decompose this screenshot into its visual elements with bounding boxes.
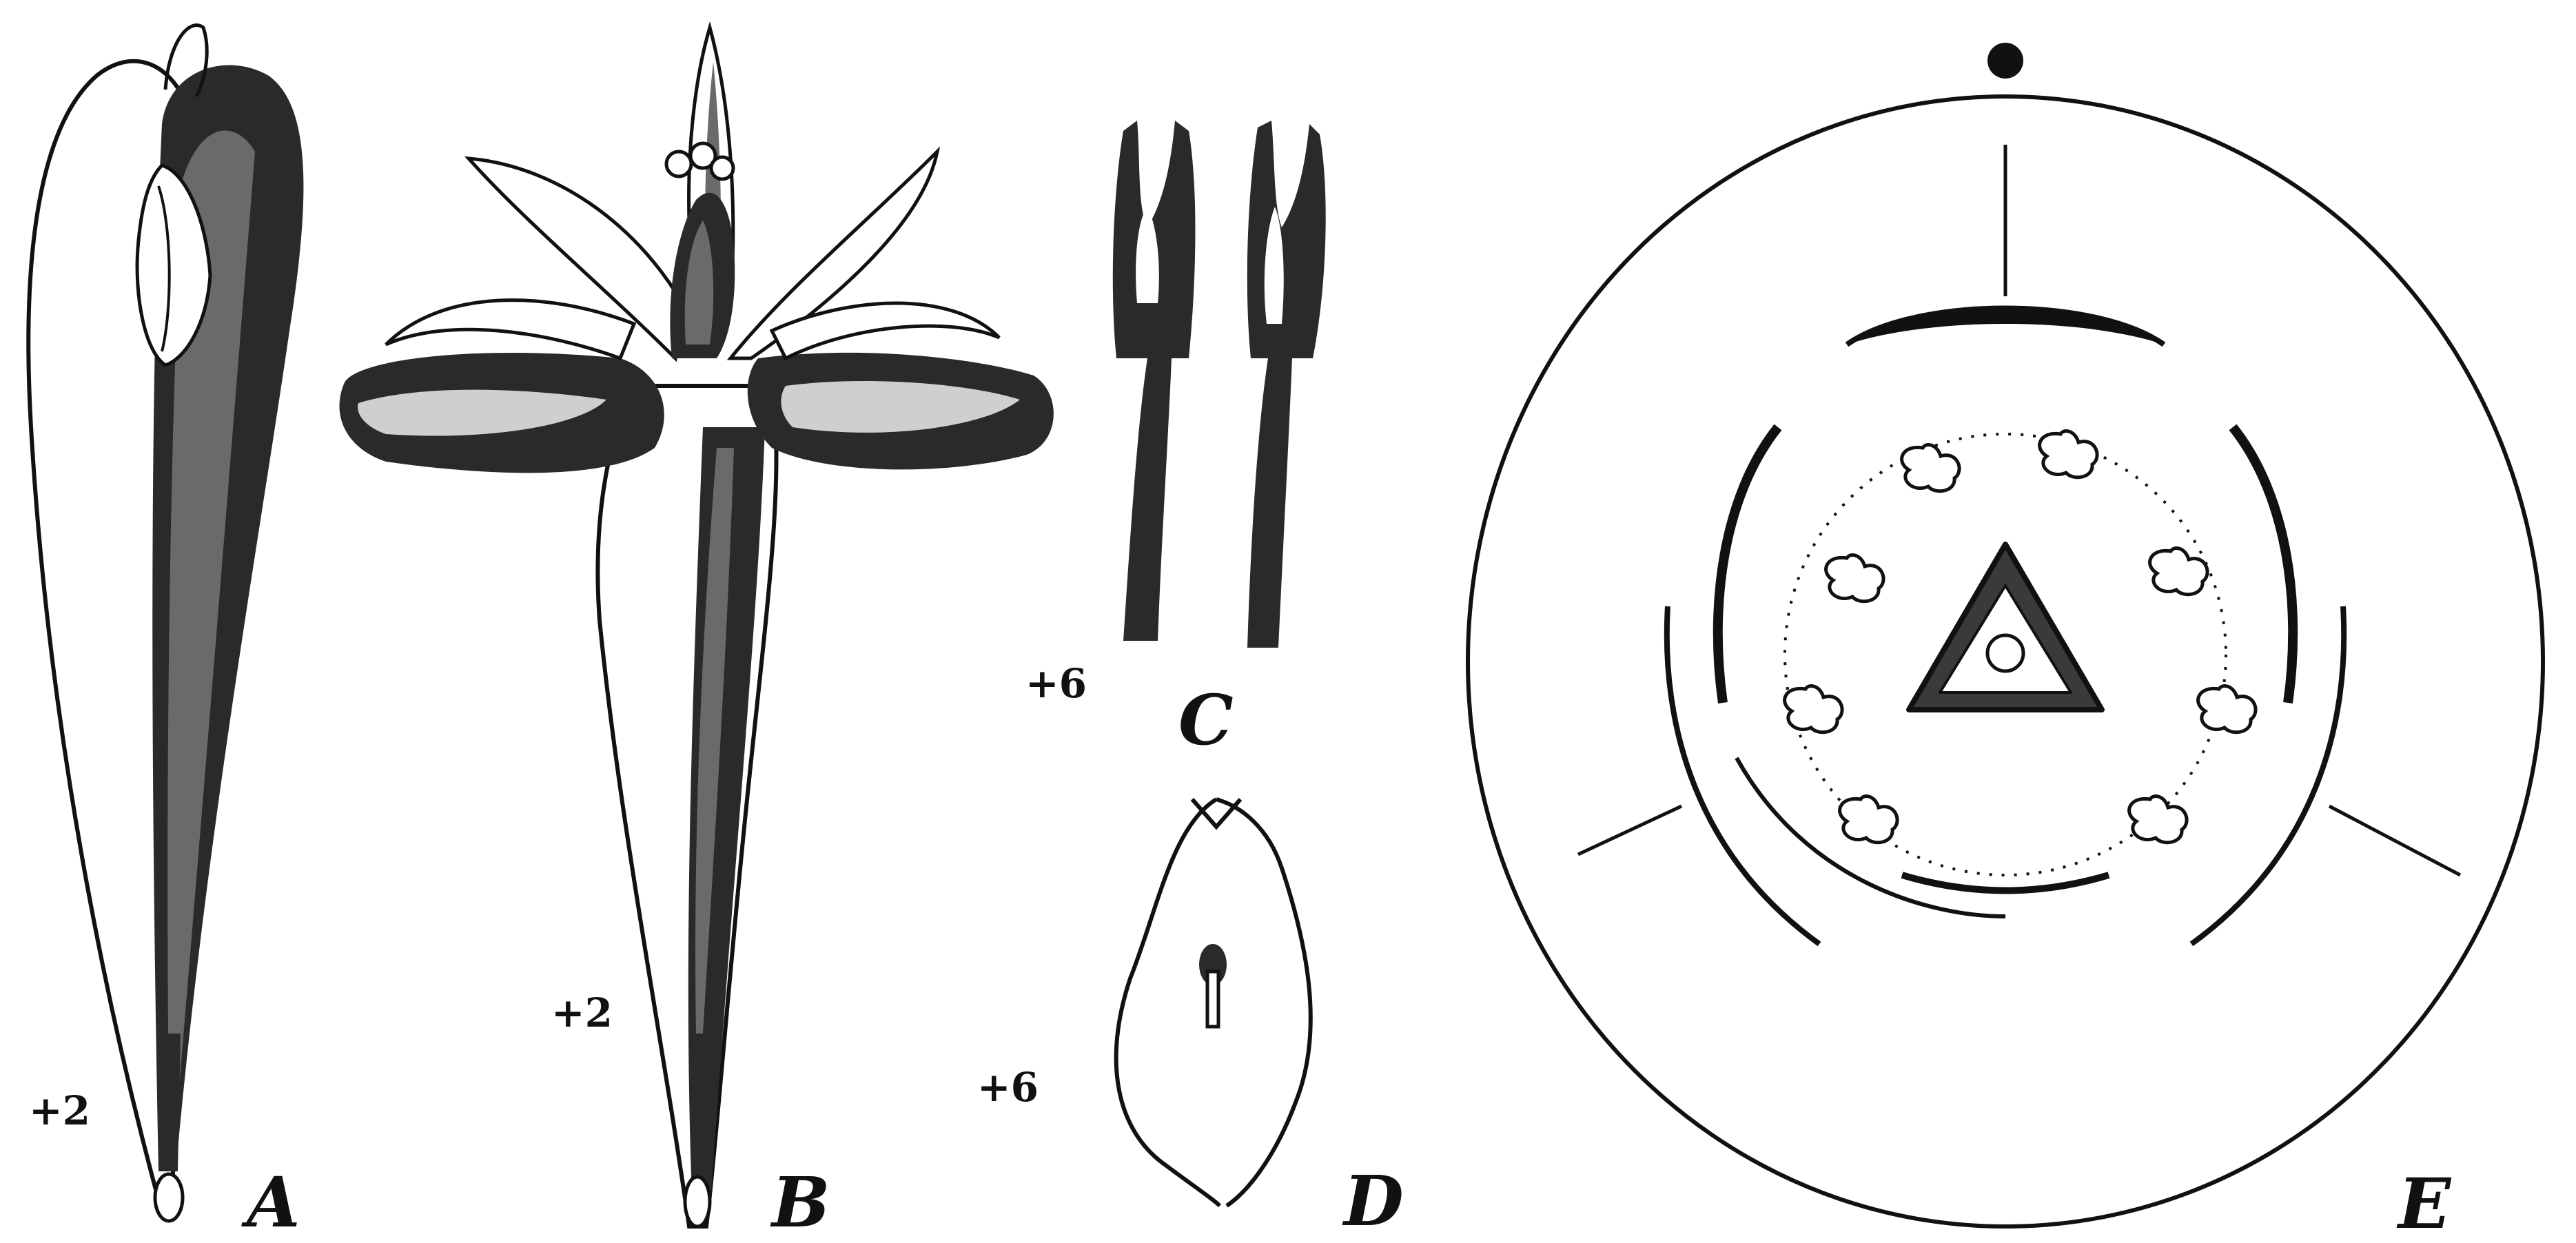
scale-label-d: +6	[977, 1064, 1039, 1111]
figure-e-floral-diagram	[1468, 43, 2543, 1226]
figure-label-b: B	[770, 1162, 830, 1243]
figure-c-stamens	[1113, 121, 1326, 648]
figure-label-d: D	[1342, 1160, 1404, 1242]
figure-label-a: A	[241, 1162, 300, 1243]
scale-label-a: +2	[29, 1087, 90, 1134]
scale-label-c: +6	[1025, 660, 1087, 707]
figure-b-flower	[340, 28, 1054, 1226]
figure-label-e: E	[2396, 1163, 2452, 1243]
scale-label-b: +2	[551, 989, 613, 1036]
figure-a-bud	[28, 25, 303, 1221]
figure-label-c: C	[1178, 679, 1234, 761]
figure-d-petal	[1116, 799, 1311, 1206]
